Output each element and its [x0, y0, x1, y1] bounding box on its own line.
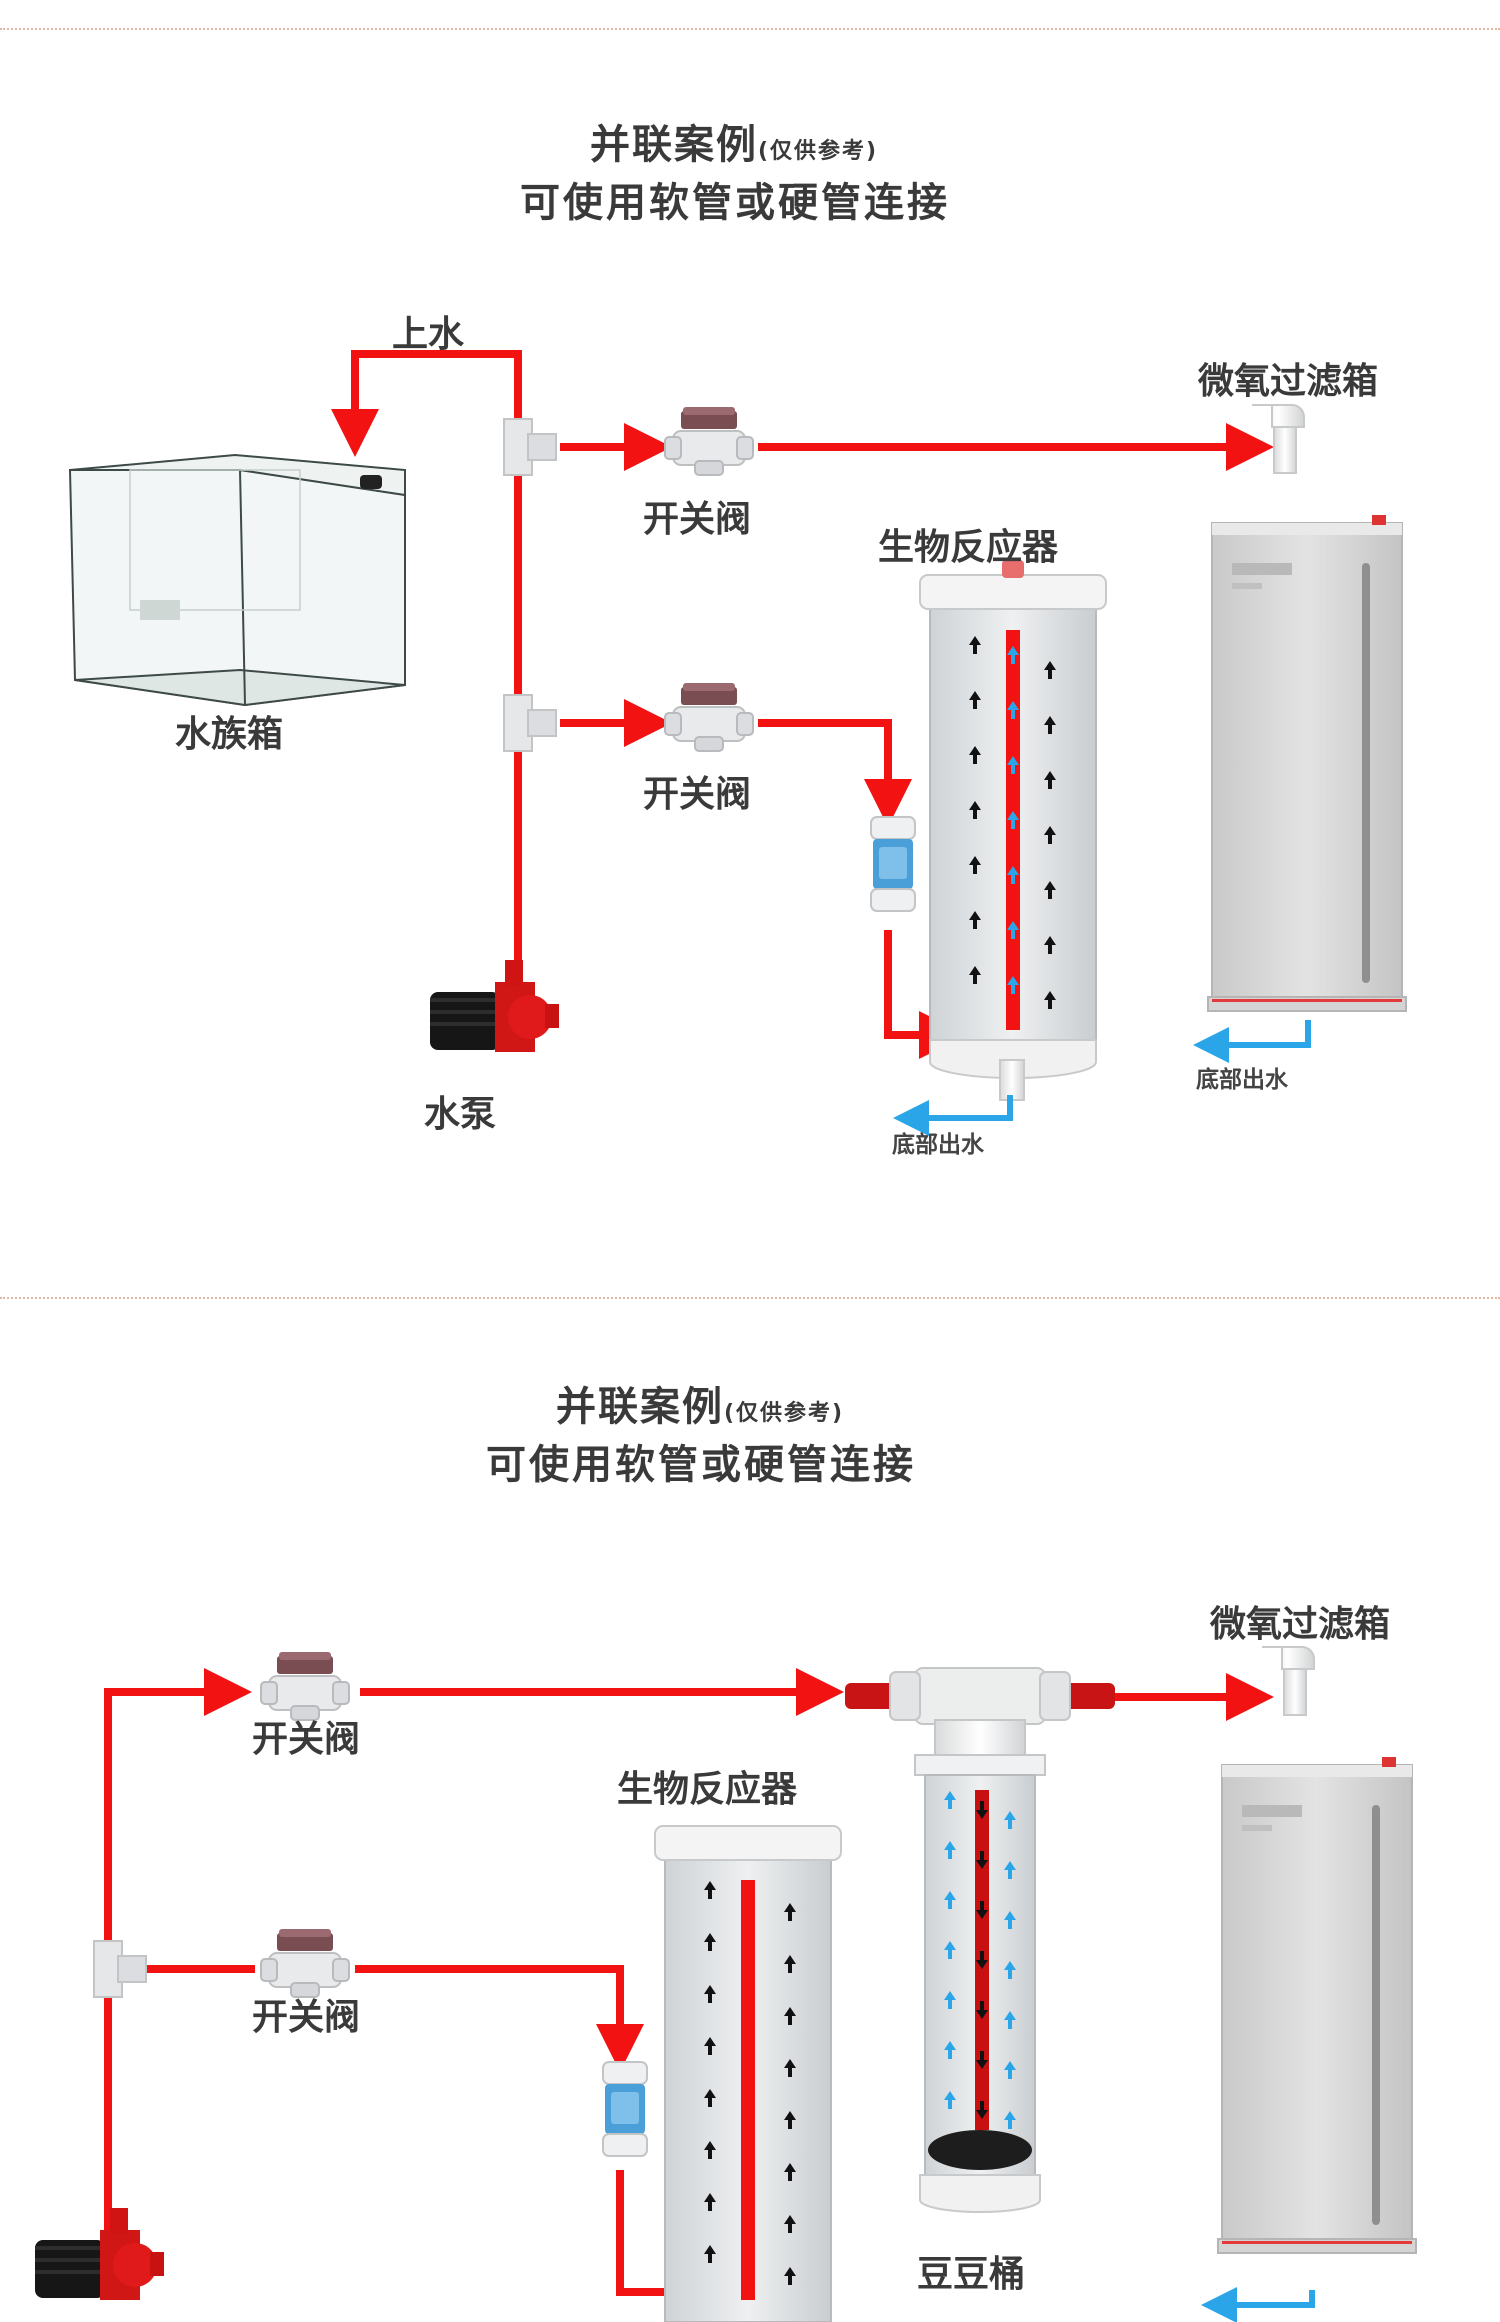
label-bioreactor-2: 生物反应器 — [617, 1769, 798, 1810]
bean-tank-flow-arrows — [944, 1791, 1016, 2129]
valve-mid-2-icon — [260, 1928, 350, 1998]
label-valve-mid-2: 开关阀 — [252, 1997, 361, 2038]
outlet-arrows-1 — [893, 1020, 1311, 1136]
section1-subtitle: 可使用软管或硬管连接 — [520, 180, 950, 226]
label-filter-2: 微氧过滤箱 — [1210, 1604, 1391, 1645]
tee-fitting-top — [503, 418, 557, 476]
label-valve-top: 开关阀 — [643, 499, 752, 540]
section1-title-main: 并联案例 — [590, 122, 758, 168]
section2-subtitle: 可使用软管或硬管连接 — [486, 1442, 916, 1488]
check-valve-2 — [602, 2061, 648, 2157]
label-filter: 微氧过滤箱 — [1198, 361, 1379, 402]
water-pump-icon — [430, 960, 559, 1052]
section2-title: 并联案例(仅供参考) — [556, 1374, 844, 1432]
outlet-arrows-2 — [1201, 2287, 1315, 2322]
tee-fitting-mid — [503, 694, 557, 752]
divider-middle — [0, 1297, 1500, 1299]
label-bean-tank: 豆豆桶 — [917, 2254, 1026, 2295]
divider-top — [0, 28, 1500, 30]
filter-box-1-icon — [1207, 404, 1407, 1012]
label-outlet-filter: 底部出水 — [1196, 1067, 1288, 1093]
section2-title-main: 并联案例 — [556, 1384, 724, 1430]
filter-box-2-icon — [1217, 1646, 1417, 2254]
bioreactor-1 — [919, 560, 1107, 1101]
label-valve-top-2: 开关阀 — [252, 1719, 361, 1760]
label-pump: 水泵 — [424, 1094, 497, 1135]
valve-top-icon — [664, 406, 754, 476]
label-inlet: 上水 — [392, 314, 465, 355]
bean-tank — [845, 1667, 1115, 2213]
tee-fitting-2 — [93, 1940, 147, 1998]
pipe-network-1 — [331, 350, 1274, 1059]
bioreactor-2 — [654, 1825, 842, 2322]
aquarium-tank — [68, 453, 406, 707]
check-valve-1 — [870, 816, 916, 912]
section2-title-note: (仅供参考) — [724, 1401, 845, 1426]
water-pump-2-icon — [35, 2208, 164, 2300]
label-aquarium: 水族箱 — [175, 714, 284, 755]
valve-mid-icon — [664, 682, 754, 752]
reactor-flow-arrows-1 — [969, 636, 1056, 1009]
label-valve-mid: 开关阀 — [643, 774, 752, 815]
reactor-flow-arrows-2 — [704, 1881, 796, 2285]
label-bioreactor: 生物反应器 — [878, 527, 1059, 568]
label-outlet-reactor: 底部出水 — [892, 1132, 984, 1158]
section1-title-note: (仅供参考) — [758, 139, 879, 164]
section1-title: 并联案例(仅供参考) — [590, 112, 878, 170]
